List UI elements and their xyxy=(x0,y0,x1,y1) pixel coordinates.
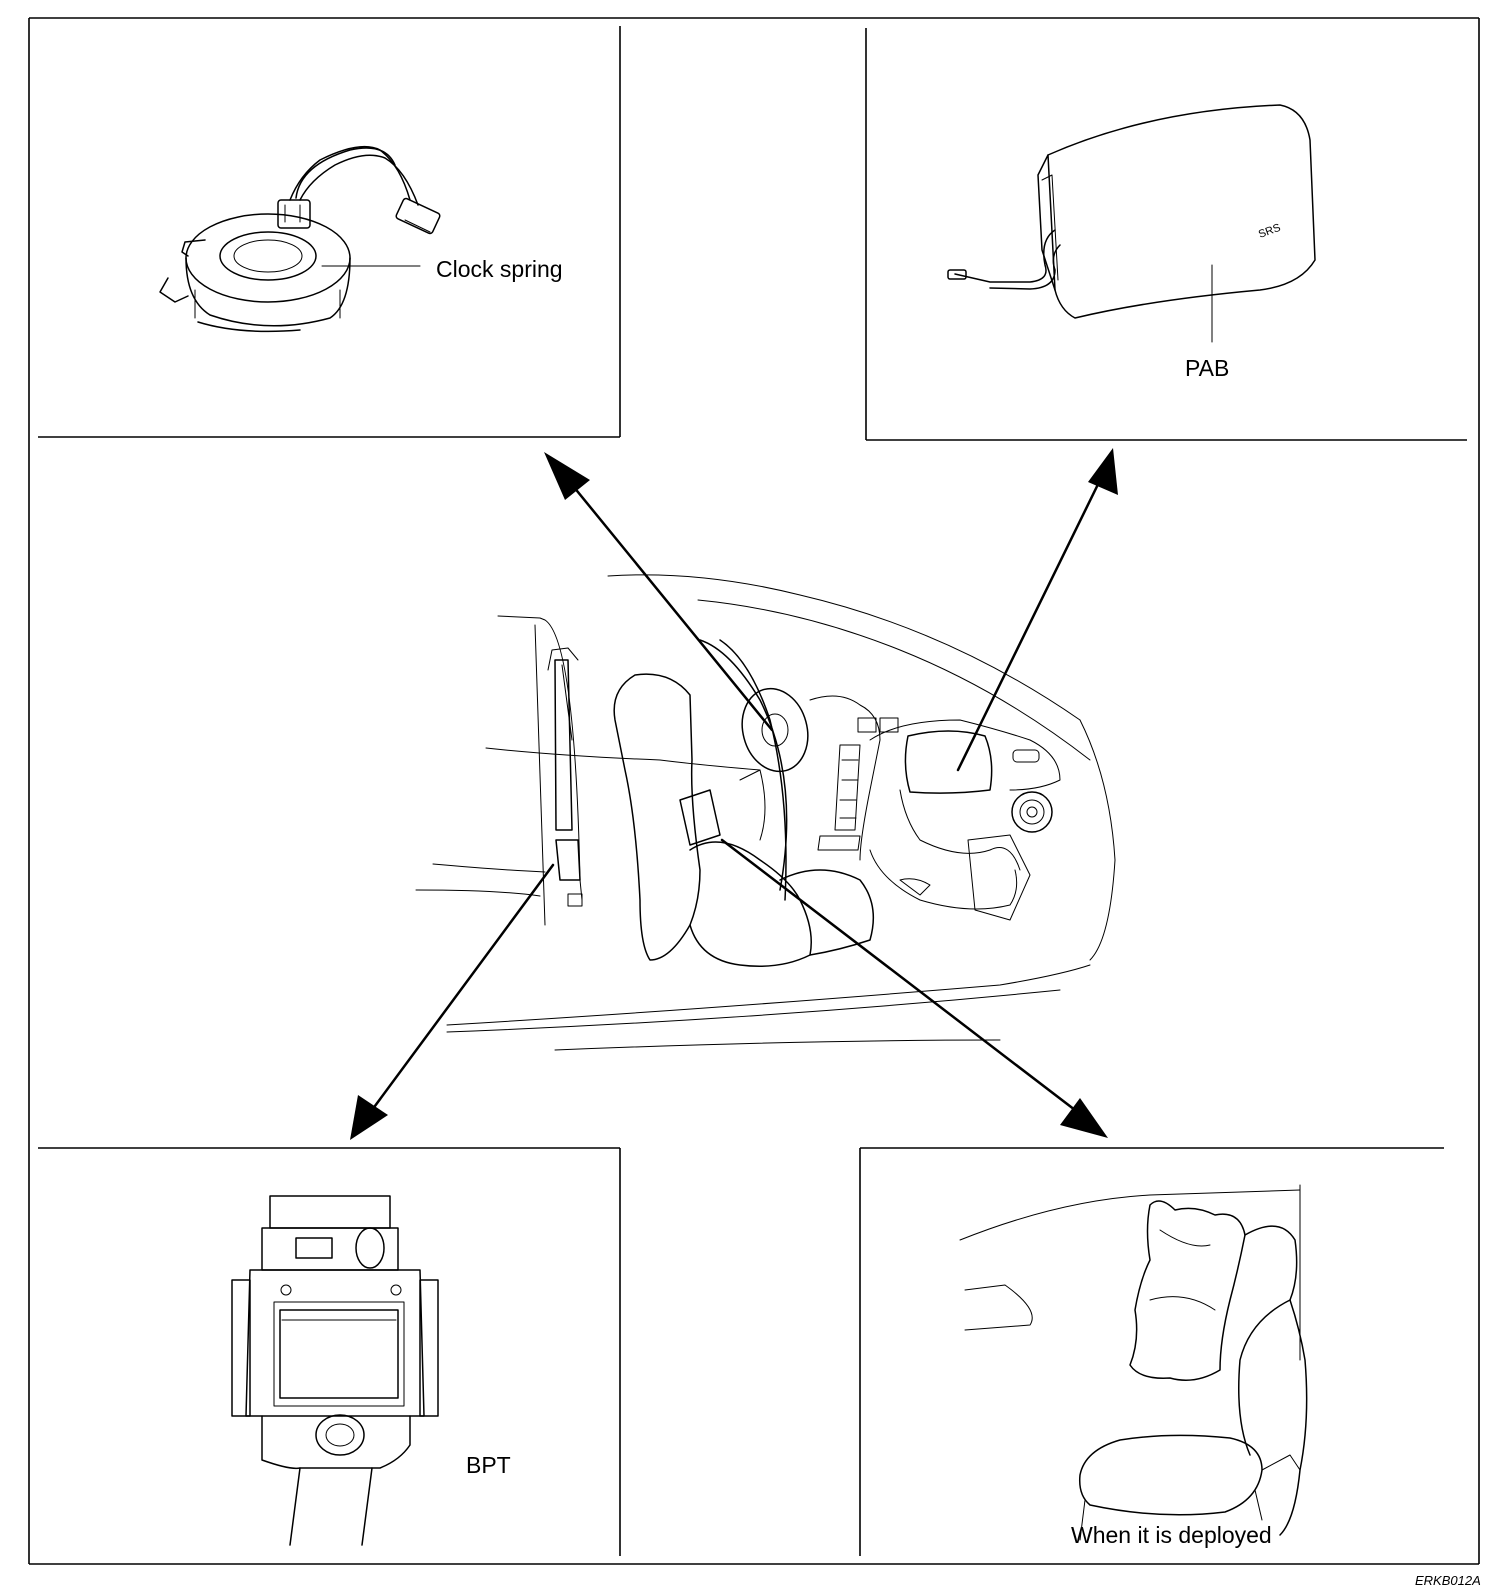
clock-spring-label: Clock spring xyxy=(436,256,563,282)
arrow-to-clock-spring xyxy=(558,468,774,732)
bpt-label: BPT xyxy=(466,1452,511,1478)
vehicle-interior-illustration xyxy=(415,574,1116,1051)
deployed-label: When it is deployed xyxy=(1071,1522,1272,1548)
clock-spring-illustration xyxy=(159,145,441,333)
deployed-airbag-illustration xyxy=(959,1184,1308,1541)
arrowhead-pab xyxy=(1088,448,1118,495)
bpt-panel xyxy=(38,1147,621,1556)
arrow-to-pab xyxy=(956,468,1107,772)
arrows xyxy=(350,448,1118,1140)
pab-illustration: SRS xyxy=(947,104,1316,343)
arrow-to-bpt xyxy=(370,863,555,1112)
arrowhead-deployed xyxy=(1060,1098,1108,1138)
clock-spring-panel xyxy=(38,26,621,438)
arrowhead-clock-spring xyxy=(544,452,590,500)
arrowhead-bpt xyxy=(350,1095,388,1140)
outer-frame xyxy=(28,17,1480,1565)
pab-label: PAB xyxy=(1185,355,1230,381)
bpt-illustration xyxy=(231,1195,439,1546)
deployed-panel xyxy=(859,1147,1444,1556)
figure-code: ERKB012A xyxy=(1415,1573,1481,1588)
pab-panel xyxy=(865,28,1467,441)
svg-text:SRS: SRS xyxy=(1257,222,1282,241)
arrow-to-deployed xyxy=(720,838,1077,1112)
